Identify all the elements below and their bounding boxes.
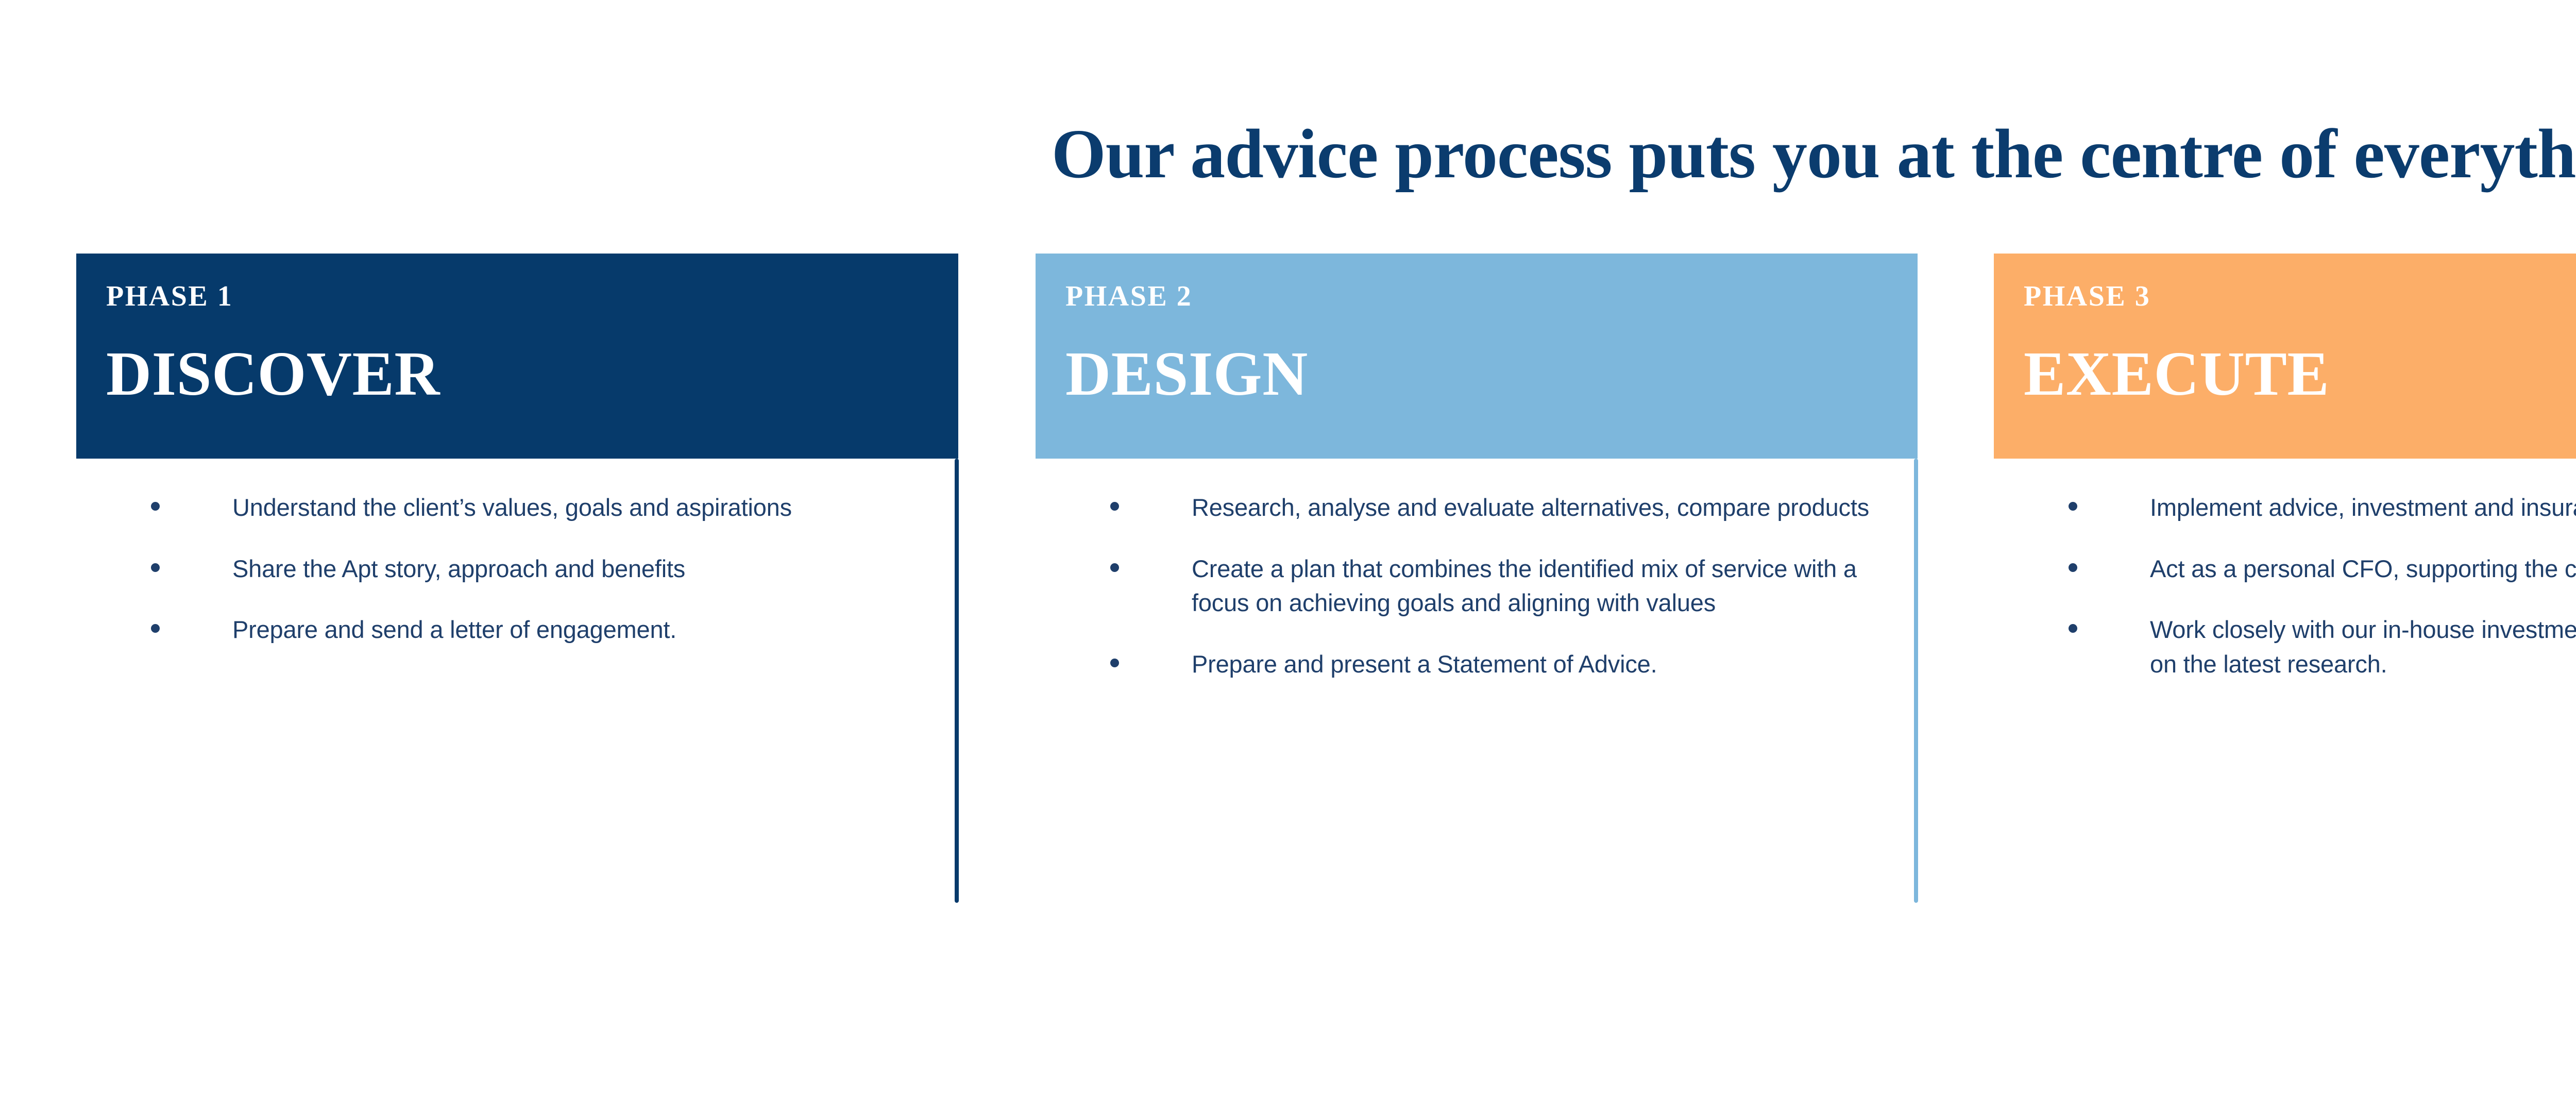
phase-eyebrow-label: PHASE 1 <box>106 280 233 312</box>
list-item-text: Prepare and send a letter of engagement. <box>232 616 677 644</box>
bullet-dot-icon <box>1110 502 1119 511</box>
list-item: Act as a personal CFO, supporting the cl… <box>2069 552 2576 586</box>
phase-card-execute: PHASE 3 EXECUTE Implement advice, invest… <box>1994 254 2576 923</box>
list-item-text: Understand the client’s values, goals an… <box>232 494 792 521</box>
bullet-dot-icon <box>1110 659 1119 668</box>
phase-bullet-list-design: Research, analyse and evaluate alternati… <box>1110 491 1914 682</box>
phase-card-discover: PHASE 1 DISCOVER Understand the client’s… <box>76 254 959 923</box>
bullet-dot-icon <box>151 502 160 511</box>
list-item-text: Research, analyse and evaluate alternati… <box>1192 494 1869 521</box>
bullet-dot-icon <box>1110 563 1119 572</box>
bullet-dot-icon <box>2069 563 2077 572</box>
list-item: Research, analyse and evaluate alternati… <box>1110 491 1914 525</box>
list-item-text: Share the Apt story, approach and benefi… <box>232 554 686 582</box>
phase-header-execute: PHASE 3 EXECUTE <box>1994 254 2576 459</box>
phase-title-label: EXECUTE <box>2024 339 2330 409</box>
list-item-text: Prepare and present a Statement of Advic… <box>1192 650 1657 678</box>
list-item-text: Create a plan that combines the identifi… <box>1192 554 1857 617</box>
phase-header-design: PHASE 2 DESIGN <box>1036 254 1918 459</box>
list-item-text: Act as a personal CFO, supporting the cl… <box>2150 554 2576 582</box>
list-item: Work closely with our in-house investmen… <box>2069 613 2576 681</box>
phase-eyebrow-label: PHASE 3 <box>2024 280 2151 312</box>
phase-title-label: DESIGN <box>1065 339 1308 409</box>
phase-title-label: DISCOVER <box>106 339 440 409</box>
phase-accent-rule <box>955 459 959 903</box>
list-item: Prepare and present a Statement of Advic… <box>1110 647 1914 682</box>
bullet-dot-icon <box>151 563 160 572</box>
phase-card-design: PHASE 2 DESIGN Research, analyse and eva… <box>1036 254 1918 923</box>
phase-cards-row: PHASE 1 DISCOVER Understand the client’s… <box>76 254 2576 923</box>
list-item: Implement advice, investment and insuran… <box>2069 491 2576 525</box>
phase-header-discover: PHASE 1 DISCOVER <box>76 254 958 459</box>
list-item-text: Implement advice, investment and insuran… <box>2150 494 2576 521</box>
bullet-dot-icon <box>2069 502 2077 511</box>
bullet-dot-icon <box>151 624 160 633</box>
list-item-text: Work closely with our in-house investmen… <box>2150 616 2576 678</box>
list-item: Share the Apt story, approach and benefi… <box>151 552 955 586</box>
phase-bullet-list-discover: Understand the client’s values, goals an… <box>151 491 955 647</box>
phase-eyebrow-label: PHASE 2 <box>1065 280 1193 312</box>
list-item: Understand the client’s values, goals an… <box>151 491 955 525</box>
page-title: Our advice process puts you at the centr… <box>1051 115 2576 193</box>
bullet-dot-icon <box>2069 624 2077 633</box>
phase-accent-rule <box>1914 459 1918 903</box>
phase-bullet-list-execute: Implement advice, investment and insuran… <box>2069 491 2576 682</box>
list-item: Prepare and send a letter of engagement. <box>151 613 955 647</box>
list-item: Create a plan that combines the identifi… <box>1110 552 1914 620</box>
